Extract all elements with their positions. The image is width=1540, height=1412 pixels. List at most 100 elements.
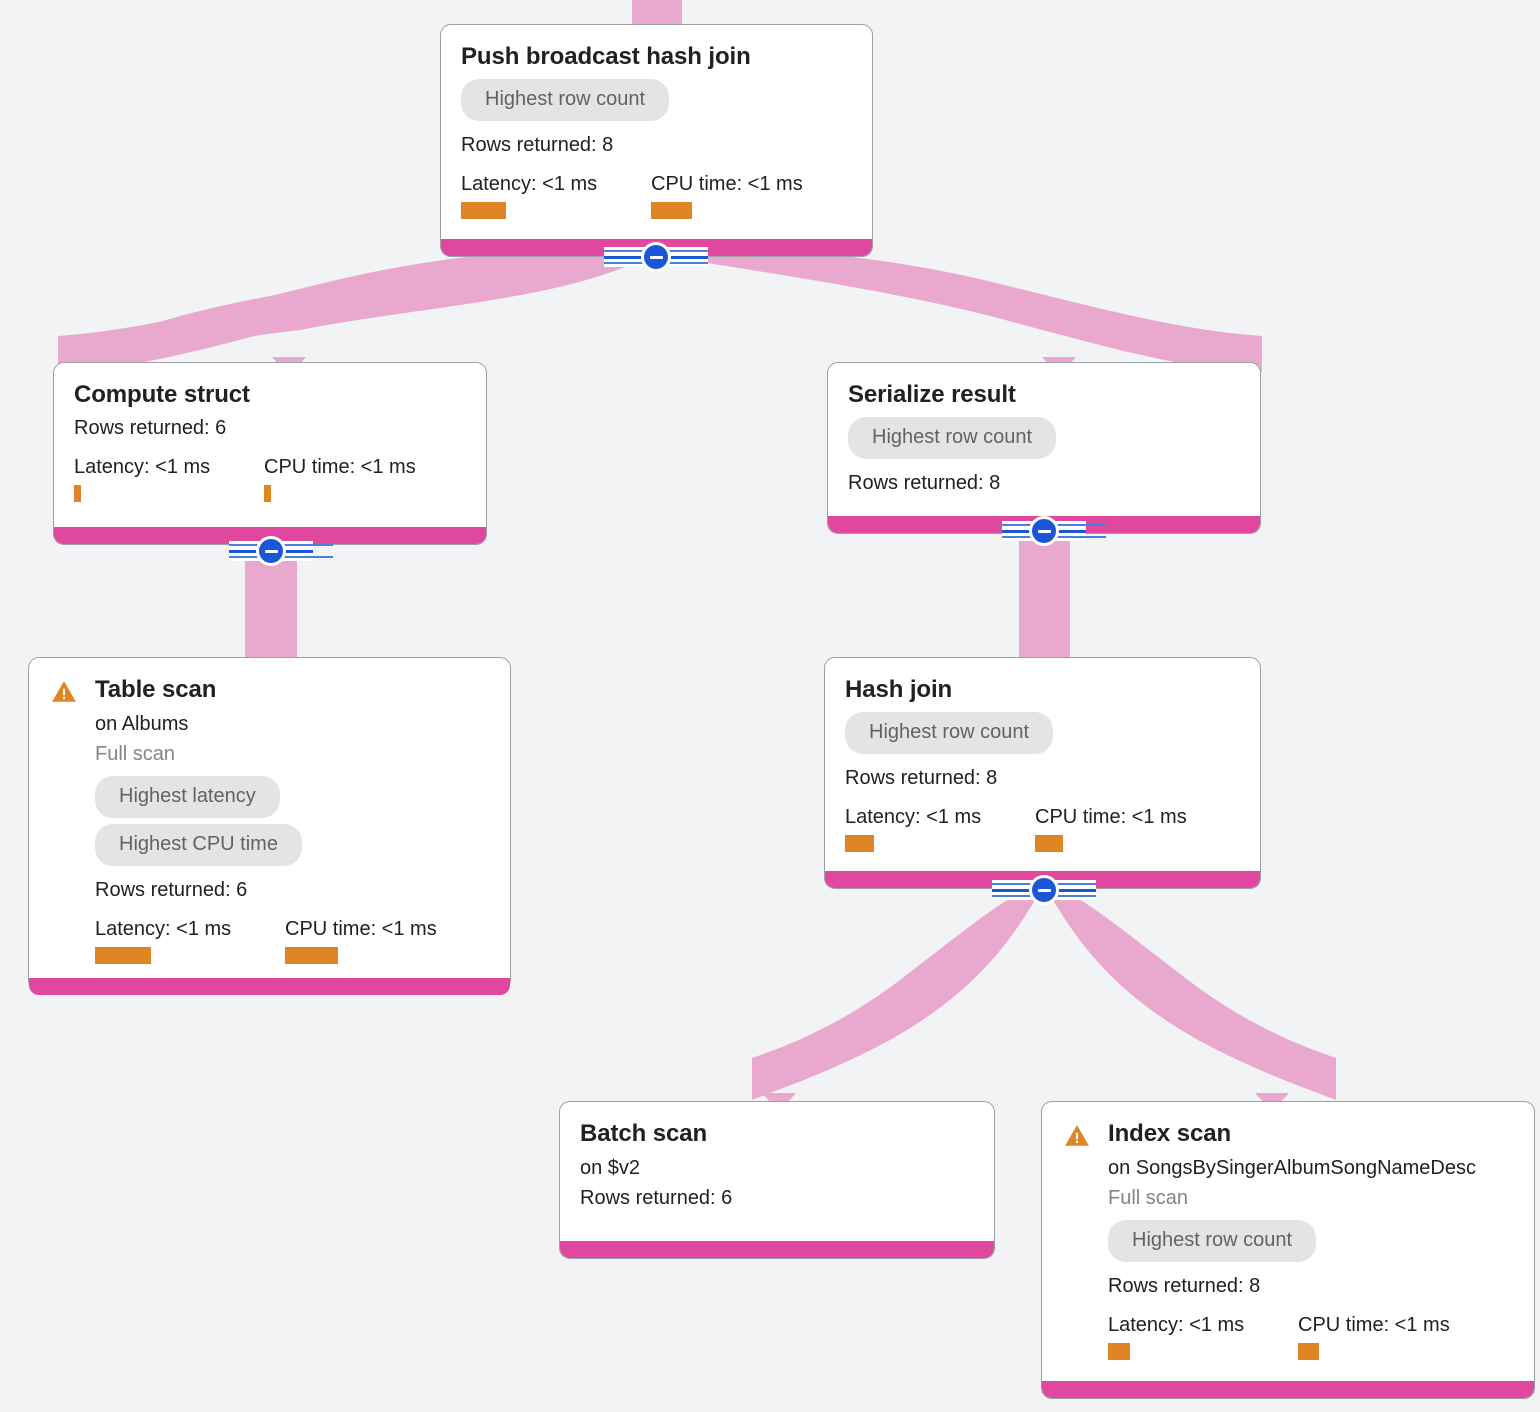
- node-content: Serialize result Highest row count Rows …: [828, 363, 1260, 516]
- metric-latency: Latency: <1 ms: [461, 171, 651, 220]
- metric-label: CPU time: <1 ms: [651, 173, 803, 196]
- edge-hash-join-to-index-scan: [1050, 892, 1336, 1100]
- metric-cpu-time: CPU time: <1 ms: [285, 916, 437, 965]
- badge-highest-row-count: Highest row count: [845, 712, 1054, 755]
- node-serialize-result[interactable]: Serialize result Highest row count Rows …: [827, 362, 1261, 534]
- edge-root-to-compute-struct: [55, 258, 645, 372]
- metric-cpu-time: CPU time: <1 ms: [1035, 804, 1187, 853]
- warning-triangle-icon: [52, 681, 76, 702]
- chip-row: Highest row count: [848, 414, 1240, 462]
- rows-returned: Rows returned: 8: [845, 767, 998, 790]
- metric-cpu-time: CPU time: <1 ms: [1298, 1312, 1450, 1361]
- node-index-scan[interactable]: Index scan on SongsBySingerAlbumSongName…: [1041, 1101, 1535, 1399]
- node-title: Batch scan: [580, 1120, 708, 1147]
- warning-triangle-icon: [1065, 1125, 1089, 1146]
- chip-row: Highest row count: [845, 709, 1240, 757]
- metric-bar: [651, 202, 692, 220]
- metric-latency: Latency: <1 ms: [74, 454, 264, 503]
- metric-bar: [285, 947, 338, 965]
- metric-label: CPU time: <1 ms: [1035, 806, 1187, 829]
- edge-hash-join-to-batch-scan: [752, 892, 1038, 1100]
- edge-root-inflow: [632, 0, 682, 24]
- chip-row: Highest row count: [1108, 1217, 1514, 1265]
- metric-label: Latency: <1 ms: [95, 918, 232, 941]
- node-content: Table scan on Albums Full scan Highest l…: [29, 658, 510, 978]
- rows-returned: Rows returned: 6: [580, 1187, 733, 1210]
- metrics-row: Latency: <1 ms CPU time: <1 ms: [461, 171, 852, 220]
- metrics-row: Latency: <1 ms CPU time: <1 ms: [845, 804, 1240, 853]
- metric-latency: Latency: <1 ms: [1108, 1312, 1298, 1361]
- chip-row: Highest row count: [461, 76, 852, 124]
- node-footer-bar: [1042, 1381, 1534, 1398]
- metric-label: CPU time: <1 ms: [285, 918, 437, 941]
- node-hash-join[interactable]: Hash join Highest row count Rows returne…: [824, 657, 1261, 889]
- metric-bar: [845, 835, 874, 853]
- node-compute-struct[interactable]: Compute struct Rows returned: 6 Latency:…: [53, 362, 487, 545]
- node-title: Index scan: [1108, 1120, 1232, 1147]
- node-target: on $v2: [580, 1157, 641, 1180]
- metric-bar: [1108, 1343, 1130, 1361]
- badge-highest-row-count: Highest row count: [1108, 1220, 1317, 1263]
- badge-highest-row-count: Highest row count: [461, 79, 670, 122]
- node-footer-bar: [54, 527, 486, 544]
- node-title: Hash join: [845, 676, 953, 703]
- rows-returned: Rows returned: 8: [1108, 1275, 1261, 1298]
- edge-root-to-compute-struct-body: [58, 247, 648, 372]
- metric-label: CPU time: <1 ms: [264, 456, 416, 479]
- node-content: Push broadcast hash join Highest row cou…: [441, 25, 872, 239]
- rows-returned: Rows returned: 8: [461, 134, 614, 157]
- collapse-handle-push-broadcast-hash-join[interactable]: [604, 240, 708, 274]
- node-batch-scan[interactable]: Batch scan on $v2 Rows returned: 6: [559, 1101, 995, 1259]
- chip-row: Highest latency Highest CPU time: [95, 773, 490, 869]
- node-content: Hash join Highest row count Rows returne…: [825, 658, 1260, 871]
- collapse-handle-hash-join[interactable]: [992, 873, 1096, 907]
- collapse-minus-icon[interactable]: [256, 536, 286, 566]
- metric-bar: [461, 202, 506, 220]
- metric-label: Latency: <1 ms: [461, 173, 598, 196]
- metrics-row: Latency: <1 ms CPU time: <1 ms: [95, 916, 490, 965]
- edge-root-to-serialize-result: [665, 247, 1262, 372]
- collapse-handle-compute-struct[interactable]: [229, 534, 333, 568]
- rows-returned: Rows returned: 8: [848, 472, 1001, 495]
- collapse-minus-icon[interactable]: [1029, 875, 1059, 905]
- node-footer-bar: [29, 978, 510, 996]
- badge-highest-cpu-time: Highest CPU time: [95, 824, 302, 867]
- rows-returned: Rows returned: 6: [95, 879, 248, 902]
- metric-cpu-time: CPU time: <1 ms: [264, 454, 416, 503]
- node-content: Batch scan on $v2 Rows returned: 6: [560, 1102, 994, 1241]
- metrics-row: Latency: <1 ms CPU time: <1 ms: [74, 454, 466, 503]
- node-content: Index scan on SongsBySingerAlbumSongName…: [1042, 1102, 1534, 1381]
- metric-latency: Latency: <1 ms: [845, 804, 1035, 853]
- metric-label: Latency: <1 ms: [845, 806, 982, 829]
- collapse-handle-serialize-result[interactable]: [1002, 514, 1106, 548]
- node-title: Table scan: [95, 676, 217, 703]
- edge-serialize-result-to-hash-join: [1019, 527, 1070, 667]
- node-scan-type: Full scan: [95, 743, 176, 766]
- node-footer-bar: [560, 1241, 994, 1258]
- node-push-broadcast-hash-join[interactable]: Push broadcast hash join Highest row cou…: [440, 24, 873, 257]
- node-title: Compute struct: [74, 381, 250, 408]
- node-title: Push broadcast hash join: [461, 43, 751, 70]
- badge-highest-row-count: Highest row count: [848, 417, 1057, 460]
- metrics-row: Latency: <1 ms CPU time: <1 ms: [1108, 1312, 1514, 1361]
- node-scan-type: Full scan: [1108, 1187, 1189, 1210]
- metric-label: Latency: <1 ms: [74, 456, 211, 479]
- node-title: Serialize result: [848, 381, 1016, 408]
- metric-bar: [74, 485, 81, 503]
- node-content: Compute struct Rows returned: 6 Latency:…: [54, 363, 486, 527]
- rows-returned: Rows returned: 6: [74, 417, 227, 440]
- metric-label: Latency: <1 ms: [1108, 1314, 1245, 1337]
- metric-bar: [264, 485, 271, 503]
- node-target: on SongsBySingerAlbumSongNameDesc: [1108, 1157, 1476, 1180]
- metric-latency: Latency: <1 ms: [95, 916, 285, 965]
- metric-label: CPU time: <1 ms: [1298, 1314, 1450, 1337]
- badge-highest-latency: Highest latency: [95, 776, 280, 819]
- metric-bar: [95, 947, 151, 965]
- metric-bar: [1298, 1343, 1319, 1361]
- collapse-minus-icon[interactable]: [1029, 516, 1059, 546]
- node-table-scan[interactable]: Table scan on Albums Full scan Highest l…: [28, 657, 511, 996]
- node-target: on Albums: [95, 713, 189, 736]
- collapse-minus-icon[interactable]: [641, 242, 671, 272]
- metric-cpu-time: CPU time: <1 ms: [651, 171, 803, 220]
